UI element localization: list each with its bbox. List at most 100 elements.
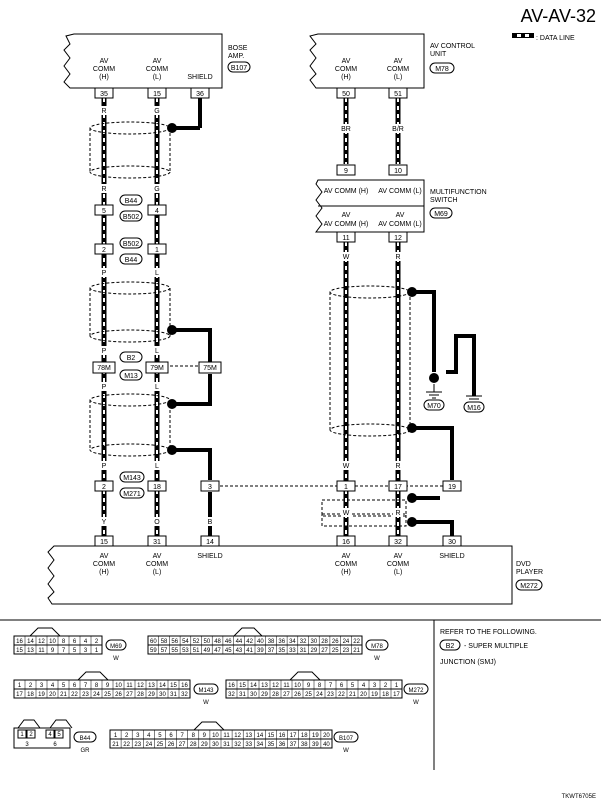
pin-cell: 16 bbox=[279, 733, 286, 739]
svg-text:PLAYER: PLAYER bbox=[516, 569, 543, 576]
pin-cell: 60 bbox=[150, 639, 157, 645]
svg-text:P: P bbox=[102, 463, 107, 470]
pin-boxes: 35 15 36 50 51 9 10 11 12 5 4 B44 B502 2… bbox=[92, 87, 462, 547]
pin-cell: 32 bbox=[300, 639, 307, 645]
svg-text:16: 16 bbox=[342, 539, 350, 546]
svg-text:AV: AV bbox=[342, 212, 351, 219]
pin-cell: 35 bbox=[278, 648, 285, 654]
pin-cell: 27 bbox=[179, 742, 186, 748]
svg-text:G: G bbox=[154, 108, 159, 115]
pin-cell: 24 bbox=[146, 742, 153, 748]
pin-cell: 54 bbox=[182, 639, 189, 645]
svg-text:M271: M271 bbox=[123, 491, 141, 498]
svg-text:30: 30 bbox=[448, 539, 456, 546]
pin-cell: 57 bbox=[161, 648, 168, 654]
pin-cell: 29 bbox=[201, 742, 208, 748]
pin-cell: 32 bbox=[234, 742, 241, 748]
svg-text:50: 50 bbox=[342, 91, 350, 98]
svg-text:B44: B44 bbox=[125, 198, 138, 205]
svg-text:B2: B2 bbox=[127, 355, 136, 362]
svg-text:L: L bbox=[155, 270, 159, 277]
pin-cell: 12 bbox=[137, 683, 144, 689]
pin-cell: 26 bbox=[115, 692, 122, 698]
mfs-bottom-h: AV COMM (H) bbox=[324, 221, 369, 228]
pin-cell: 27 bbox=[321, 648, 328, 654]
svg-text:32: 32 bbox=[394, 539, 402, 546]
svg-text:B502: B502 bbox=[123, 241, 139, 248]
pin-cell: 8 bbox=[192, 733, 196, 739]
pin-cell: 23 bbox=[327, 692, 334, 698]
pin-cell: 26 bbox=[294, 692, 301, 698]
svg-text:B44: B44 bbox=[80, 736, 91, 742]
pin-cell: 21 bbox=[112, 742, 119, 748]
pin-cell: 32 bbox=[228, 692, 235, 698]
pin-cell: 38 bbox=[301, 742, 308, 748]
av-control-code: M78 bbox=[435, 66, 449, 73]
right-shields bbox=[210, 285, 446, 527]
mfs-top-h: AV COMM (H) bbox=[324, 188, 369, 195]
left-shield-dots bbox=[167, 123, 177, 455]
pin-cell: 48 bbox=[214, 639, 221, 645]
pin-cell: 22 bbox=[353, 639, 360, 645]
pin-cell: 11 bbox=[223, 733, 230, 739]
svg-text:R: R bbox=[395, 510, 400, 517]
pin-cell: 14 bbox=[257, 733, 264, 739]
pin-cell: 1 bbox=[95, 648, 99, 654]
pin-cell: 16 bbox=[16, 639, 23, 645]
pin-cell: 29 bbox=[261, 692, 268, 698]
pin-cell: 4 bbox=[362, 683, 366, 689]
pin-cell: 39 bbox=[312, 742, 319, 748]
pin-cell: 12 bbox=[272, 683, 279, 689]
pin-cell: 3 bbox=[40, 683, 44, 689]
svg-text:(H): (H) bbox=[99, 74, 109, 81]
pin-cell: 31 bbox=[300, 648, 307, 654]
pin-cell: 17 bbox=[290, 733, 297, 739]
dvd-name: DVD bbox=[516, 561, 531, 568]
svg-text:Y: Y bbox=[102, 519, 107, 526]
pin-cell: 14 bbox=[27, 639, 34, 645]
pin-cell: 27 bbox=[283, 692, 290, 698]
svg-text:6: 6 bbox=[53, 742, 57, 748]
svg-text:COMM: COMM bbox=[146, 66, 168, 73]
pin-cell: 21 bbox=[353, 648, 360, 654]
pin-cell: 9 bbox=[203, 733, 207, 739]
pin-cell: 39 bbox=[257, 648, 264, 654]
svg-text:AV: AV bbox=[394, 58, 403, 65]
pin-cell: 55 bbox=[171, 648, 178, 654]
svg-text:L: L bbox=[155, 463, 159, 470]
svg-text:W: W bbox=[413, 700, 419, 706]
svg-text:3: 3 bbox=[25, 742, 29, 748]
pin-cell: 24 bbox=[93, 692, 100, 698]
pin-cell: 7 bbox=[84, 683, 88, 689]
svg-text:AMP.: AMP. bbox=[228, 53, 244, 60]
pin-cell: 6 bbox=[73, 683, 77, 689]
bose-amp-unit: AV COMM (H) AV COMM (L) SHIELD BOSE AMP.… bbox=[63, 33, 251, 89]
pin-cell: 15 bbox=[268, 733, 275, 739]
bose-h-label: AV bbox=[100, 58, 109, 65]
pin-cell: 12 bbox=[234, 733, 241, 739]
svg-text:M143: M143 bbox=[198, 688, 214, 694]
pin-cell: 28 bbox=[272, 692, 279, 698]
svg-text:(L): (L) bbox=[394, 569, 403, 576]
svg-text:JUNCTION (SMJ): JUNCTION (SMJ) bbox=[440, 659, 496, 666]
pin-cell: 29 bbox=[311, 648, 318, 654]
bose-amp-code: B107 bbox=[231, 65, 247, 72]
pin-cell: 23 bbox=[343, 648, 350, 654]
svg-text:M69: M69 bbox=[110, 644, 122, 650]
svg-text:36: 36 bbox=[196, 91, 204, 98]
svg-text:5: 5 bbox=[57, 732, 61, 738]
svg-text:COMM: COMM bbox=[93, 561, 115, 568]
pin-cell: 25 bbox=[332, 648, 339, 654]
pin-cell: 25 bbox=[157, 742, 164, 748]
pin-cell: 16 bbox=[181, 683, 188, 689]
pin-cell: 25 bbox=[305, 692, 312, 698]
svg-text:78M: 78M bbox=[97, 365, 111, 372]
pin-cell: 6 bbox=[340, 683, 344, 689]
pin-cell: 1 bbox=[114, 733, 118, 739]
pin-cell: 13 bbox=[27, 648, 34, 654]
svg-text:M78: M78 bbox=[371, 644, 383, 650]
pin-cell: 20 bbox=[323, 733, 330, 739]
svg-text:11: 11 bbox=[342, 235, 349, 242]
ground-m16-label: M16 bbox=[467, 405, 481, 412]
